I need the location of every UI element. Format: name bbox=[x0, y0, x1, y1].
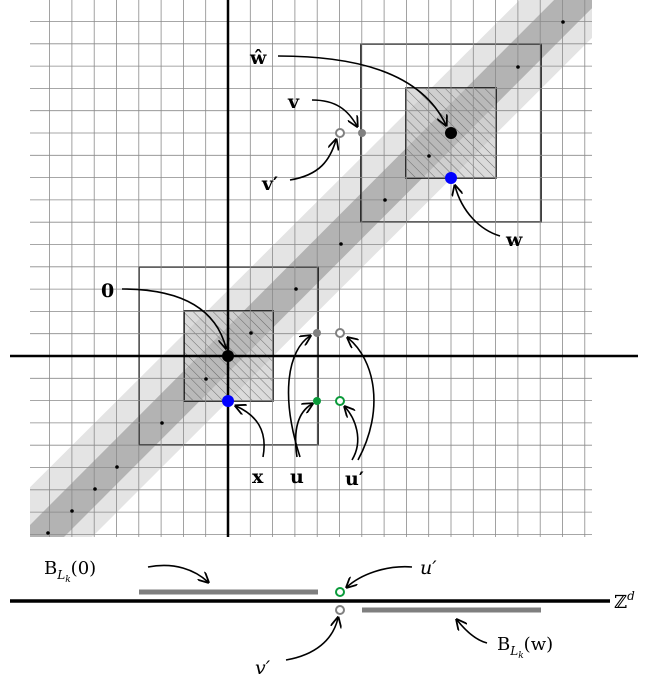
diagonal-point bbox=[339, 242, 343, 246]
lower-point-v-prime bbox=[335, 605, 345, 615]
label-lower-u-prime: u′ bbox=[420, 557, 437, 579]
arrow-lower-v-prime bbox=[285, 618, 338, 661]
arrow-v bbox=[311, 99, 357, 126]
arrows bbox=[121, 55, 501, 461]
arrow-lower-u-prime bbox=[347, 565, 413, 587]
diagonal-point bbox=[249, 331, 253, 335]
arrow-u-2 bbox=[287, 336, 310, 458]
label-ball-w: BLk(w) bbox=[497, 634, 553, 661]
arrow-w bbox=[455, 186, 501, 237]
diagonal-point bbox=[93, 487, 97, 491]
label-w: w bbox=[505, 229, 523, 251]
arrow-zero bbox=[121, 288, 226, 348]
point-w bbox=[445, 172, 457, 184]
point-w-hat bbox=[445, 127, 457, 139]
lower-point-u-prime bbox=[335, 587, 345, 597]
arrow-ball-zero bbox=[147, 564, 208, 582]
label-u-prime: u′ bbox=[345, 468, 364, 490]
point-gray-1 bbox=[313, 329, 321, 337]
point-u-prime bbox=[335, 396, 345, 406]
arrow-ball-w bbox=[457, 620, 488, 644]
arrow-u-prime-1 bbox=[345, 407, 359, 461]
diagonal-band bbox=[30, 0, 592, 537]
label-ball-zero: BLk(0) bbox=[44, 558, 96, 585]
diagonal-point bbox=[561, 20, 565, 24]
arrow-v-prime bbox=[289, 140, 336, 181]
diagonal-point bbox=[115, 465, 119, 469]
label-zero: 0 bbox=[101, 280, 114, 302]
label-x: x bbox=[252, 466, 264, 488]
point-gray-2 bbox=[335, 328, 345, 338]
point-zero bbox=[222, 350, 234, 362]
label-v-prime: v′ bbox=[261, 173, 278, 195]
arrow-x bbox=[236, 406, 265, 458]
label-lower-v-prime: v′ bbox=[255, 657, 271, 679]
arrow-w-hat bbox=[277, 55, 446, 125]
diagonal-point bbox=[160, 421, 164, 425]
label-v: v bbox=[287, 91, 300, 113]
diagonal-point bbox=[294, 287, 298, 291]
point-v-prime bbox=[335, 128, 345, 138]
diagonal-point bbox=[516, 65, 520, 69]
diagonal-point bbox=[70, 509, 74, 513]
lower-panel: BLk(0) BLk(w) u′ v′ ℤd bbox=[10, 557, 635, 679]
arrow-u-1 bbox=[294, 404, 312, 458]
diagonal-point bbox=[46, 531, 50, 535]
diagonal-points bbox=[46, 20, 565, 535]
diagonal-point bbox=[204, 377, 208, 381]
label-z-d: ℤd bbox=[614, 589, 635, 613]
point-u bbox=[313, 397, 321, 405]
arrow-u-prime-2 bbox=[348, 338, 375, 461]
label-u: u bbox=[290, 466, 304, 488]
diagonal-point bbox=[427, 154, 431, 158]
point-x bbox=[222, 395, 234, 407]
point-v bbox=[358, 129, 366, 137]
diagonal-point bbox=[383, 198, 387, 202]
label-w-hat: ŵ bbox=[249, 47, 267, 69]
